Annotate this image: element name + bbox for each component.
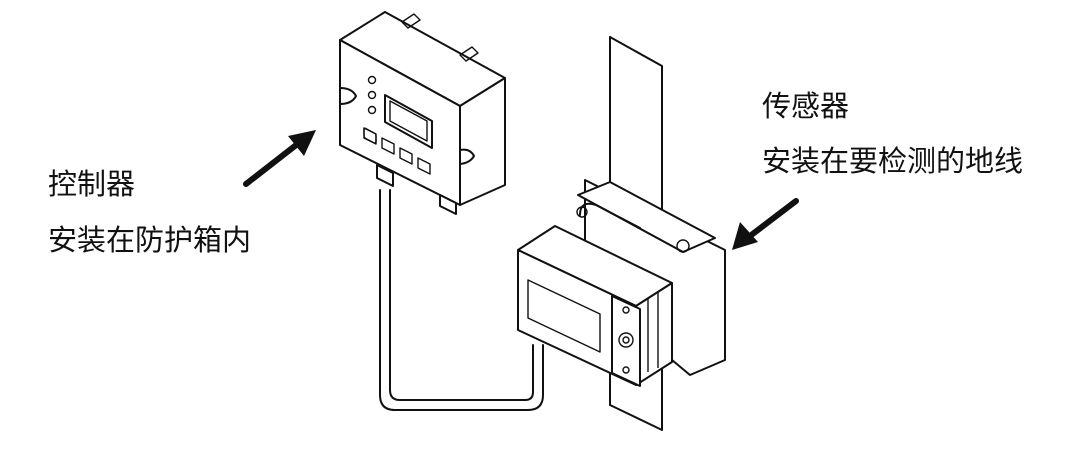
sensor-arrow [732,198,799,250]
sensor-label: 传感器 [762,89,850,123]
sensor-note: 安装在要检测的地线 [762,144,1024,178]
sensor-device [517,179,726,387]
controller-label: 控制器 [48,167,136,201]
controller-note: 安装在防护箱内 [48,223,252,257]
controller-device [339,11,506,215]
controller-arrow [243,130,316,187]
connection-cable [379,189,544,411]
